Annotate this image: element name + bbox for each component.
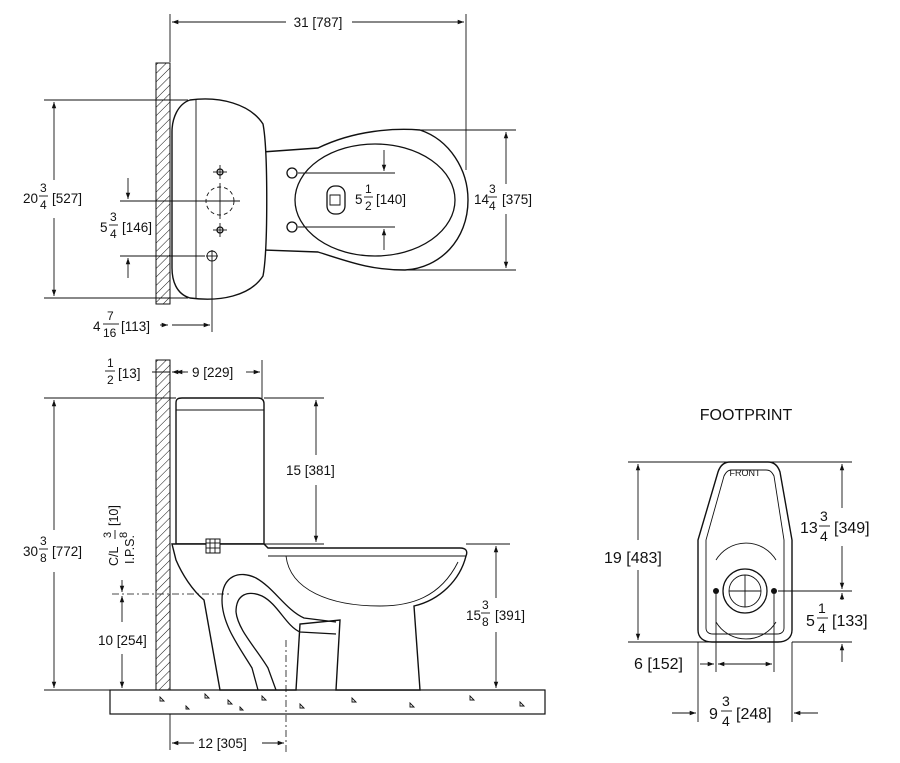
top-view: 31 [787] 20 3 4 [527] 14 3 4 [375] [23,14,532,340]
wall-gap-label: 1 2 [13] [105,356,141,387]
svg-text:4: 4 [820,528,828,544]
tank-height-label: 15 [381] [286,463,335,478]
svg-text:5: 5 [806,613,815,630]
rim-height-label: 15 3 8 [391] [466,598,525,629]
top-wall [155,62,171,305]
side-view: 1 2 [13] 9 [229] 15 [381] 30 3 8 [772] [23,356,546,755]
svg-text:15: 15 [466,608,481,623]
fp-flange-label: 6 [152] [634,656,683,673]
svg-text:4: 4 [489,199,496,213]
svg-text:4: 4 [818,620,826,636]
svg-text:8: 8 [118,532,130,538]
fp-length-label: 19 [483] [604,550,662,567]
svg-text:3: 3 [110,210,117,224]
svg-text:[391]: [391] [495,608,525,623]
side-tank-outline [175,397,265,545]
fp-rear-label: 5 1 4 [133] [806,600,868,636]
footprint-front-label: FRONT [730,468,761,478]
svg-text:5: 5 [355,192,363,207]
overall-length-label: 31 [787] [294,15,343,30]
footprint-outline [697,461,793,643]
svg-text:4: 4 [110,227,117,241]
svg-text:4: 4 [722,713,730,729]
svg-text:8: 8 [40,551,47,565]
tank-holes-label: 5 3 4 [146] [100,210,152,241]
svg-text:3: 3 [40,534,47,548]
svg-text:1: 1 [365,182,372,196]
svg-text:1: 1 [818,600,826,616]
svg-text:1: 1 [107,356,114,370]
seat-bolt-hole [286,221,298,233]
supply-height-label: 10 [254] [98,633,147,648]
side-bowl-outline [171,543,468,691]
svg-text:[375]: [375] [502,192,532,207]
svg-text:3: 3 [489,182,496,196]
svg-text:4: 4 [40,198,47,212]
overall-height-label: 30 3 8 [772] [23,534,82,565]
svg-text:[349]: [349] [834,520,870,537]
tank-width-label: 9 [229] [192,365,233,380]
side-trapway [221,573,337,623]
fp-width-label: 9 3 4 [248] [709,693,772,729]
svg-text:I.P.S.: I.P.S. [123,535,137,564]
svg-text:20: 20 [23,191,38,206]
svg-text:[772]: [772] [52,544,82,559]
supply-cl-label: C/L 3 8 [10] I.P.S. [102,505,137,566]
footprint-flange [722,568,768,614]
floor-slab [109,689,546,715]
svg-text:[13]: [13] [118,366,141,381]
svg-text:3: 3 [102,532,114,538]
svg-text:5: 5 [100,220,108,235]
svg-text:[113]: [113] [121,319,150,334]
svg-text:4: 4 [93,319,101,334]
svg-text:C/L: C/L [107,547,121,567]
svg-text:7: 7 [107,309,114,323]
top-bowl-inner [294,143,456,257]
side-wall [155,359,171,691]
svg-text:[140]: [140] [376,192,406,207]
tank-depth-label: 20 3 4 [527] [23,181,82,212]
svg-text:[146]: [146] [122,220,152,235]
seat-bolt-hole [286,167,298,179]
top-tank-outline [171,98,268,300]
svg-text:2: 2 [107,373,114,387]
svg-text:3: 3 [820,508,828,524]
svg-text:8: 8 [482,615,489,629]
rough-in-label: 12 [305] [198,736,247,751]
supply-offset-label: 4 7 16 [113] [93,309,150,340]
svg-text:[10]: [10] [107,505,121,526]
svg-text:30: 30 [23,544,38,559]
svg-text:[248]: [248] [736,706,772,723]
bolt-spacing-label: 5 1 2 [140] [355,182,406,213]
svg-text:16: 16 [103,326,117,340]
supply-valve [205,538,221,554]
svg-text:3: 3 [40,181,47,195]
svg-text:3: 3 [482,598,489,612]
footprint-view: FOOTPRINT FRONT 19 [483] 13 3 4 [349] [604,407,870,729]
svg-text:13: 13 [800,520,818,537]
bowl-width-label: 14 3 4 [375] [474,182,532,213]
svg-text:9: 9 [709,706,718,723]
svg-text:[133]: [133] [832,613,868,630]
footprint-title: FOOTPRINT [700,407,793,424]
svg-text:14: 14 [474,192,490,207]
fp-front-label: 13 3 4 [349] [800,508,870,544]
svg-text:3: 3 [722,693,730,709]
svg-text:2: 2 [365,199,372,213]
top-drain [326,185,346,215]
svg-text:[527]: [527] [52,191,82,206]
